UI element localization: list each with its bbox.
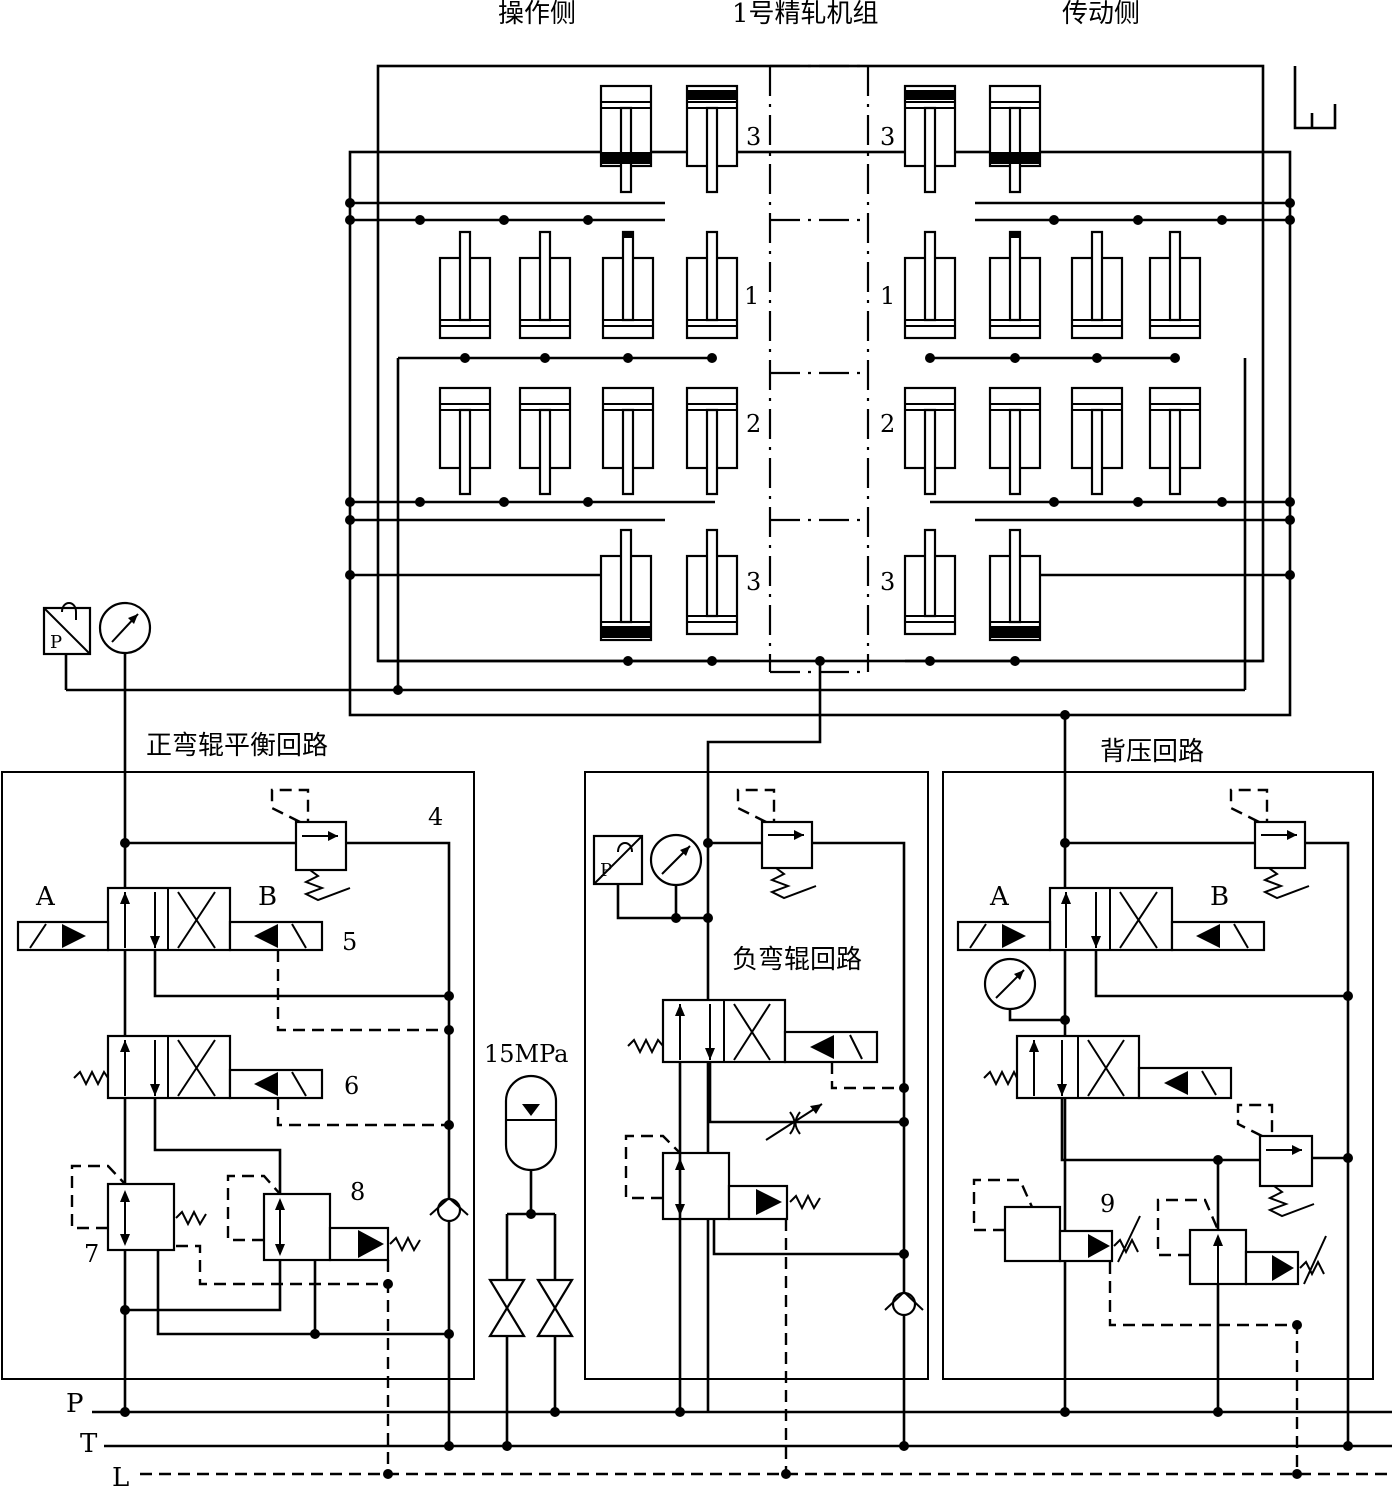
port-b-left: B [258,882,277,912]
svg-text:P: P [600,860,612,881]
cylinder-lower-dr-1 [903,528,957,636]
junction-dots [120,198,1353,1479]
port-b-right: B [1210,882,1229,912]
cyl-label-bal-right: 1 [880,282,895,310]
pressure-gauge-icon [649,833,703,887]
cylinder-bend-op-3 [601,386,655,496]
label-9: 9 [1100,1190,1115,1218]
cylinder-upper-op-2 [685,84,739,194]
pressure-gauge-icon [983,957,1037,1011]
negative-main-line [706,661,822,1412]
directional-valve-icon [956,886,1266,952]
svg-text:P: P [50,632,62,653]
directional-valve-icon [983,1034,1233,1100]
directional-valve-icon [16,886,324,952]
relief-valve-icon [1236,1103,1315,1218]
supply-lines: P T L [66,1389,1392,1486]
cylinder-balance-op-1 [438,230,492,340]
cylinder-bend-dr-3 [1070,386,1124,496]
back-pressure-circuit-title: 背压回路 [1100,737,1204,767]
relief-valve-icon [736,788,817,900]
relief-valve-icon [70,1164,207,1252]
cylinder-balance-op-2 [518,230,572,340]
accumulator-pressure-label: 15MPa [484,1040,569,1068]
operator-side-label: 操作侧 [498,0,576,29]
relief-valve-icon [226,1174,421,1262]
check-valve-icon [884,1290,924,1317]
cylinder-bend-dr-4 [1148,386,1202,496]
port-a-left: A [35,882,56,912]
cylinder-balance-dr-4 [1148,230,1202,340]
positive-circuit-components: P 4 A B 5 [16,601,469,1474]
negative-bend-circuit-box [584,771,929,1380]
cyl-label-lower-right: 3 [880,568,895,596]
label-4: 4 [428,803,443,831]
cyl-label-bend-right: 2 [880,410,895,438]
tank-icon [1293,66,1337,130]
negative-circuit-title: 负弯辊回路 [732,945,862,975]
label-l: L [112,1463,129,1486]
cylinder-balance-op-4 [685,230,739,340]
pressure-switch-icon: P [42,602,92,656]
back-pressure-circuit-box [942,771,1374,1380]
drive-side-label: 传动侧 [1062,0,1140,29]
relief-valve-icon [1156,1198,1327,1286]
mill-centerline [768,64,870,674]
cylinder-balance-dr-1 [903,230,957,340]
cyl-label-bend-left: 2 [746,410,761,438]
cyl-label-upper-left: 3 [746,123,761,151]
cylinder-bend-dr-2 [988,386,1042,496]
cylinder-lower-dr-2 [988,528,1042,642]
cylinder-bend-dr-1 [903,386,957,496]
cylinder-upper-op-1 [599,84,653,194]
cyl-label-lower-left: 3 [746,568,761,596]
directional-valve-icon [627,998,879,1064]
pipe-loop-inner [376,64,1265,663]
negative-circuit-components: P [592,788,924,1474]
pressure-gauge-icon [98,601,152,655]
cylinder-upper-dr-1 [903,84,957,194]
cylinder-balance-dr-2 [988,230,1042,340]
accumulator-icon [504,1074,558,1172]
positive-circuit-title: 正弯辊平衡回路 [146,731,328,761]
cylinder-bend-op-1 [438,386,492,496]
port-a-right: A [989,882,1010,912]
cyl-label-bal-left: 1 [744,282,759,310]
back-pressure-circuit-components: A B 9 [956,788,1350,1474]
cylinder-bend-op-4 [685,386,739,496]
throttle-valve-icon [765,1103,823,1141]
cyl-label-upper-right: 3 [880,123,895,151]
relief-valve-icon [972,1178,1141,1263]
cylinder-group [438,84,1202,642]
cylinder-balance-op-3 [601,230,655,340]
check-valve-icon [429,1196,469,1223]
accumulator-group: 15MPa [484,1040,574,1446]
stop-valve-icon [536,1278,574,1338]
positive-bend-circuit-box [1,771,475,1380]
directional-valve-icon [73,1034,324,1100]
label-8: 8 [350,1178,365,1206]
stop-valve-icon [488,1278,526,1338]
label-t: T [80,1429,98,1459]
cylinder-upper-dr-2 [988,84,1042,194]
relief-valve-icon [1229,788,1310,900]
pressure-switch-icon: P [592,834,644,886]
cylinder-lower-op-1 [599,528,653,642]
label-6: 6 [344,1072,359,1100]
label-p: P [66,1389,84,1419]
relief-valve-icon [270,788,351,902]
relief-valve-icon [624,1134,821,1221]
label-7: 7 [84,1240,99,1268]
cylinder-bend-op-2 [518,386,572,496]
cylinder-balance-dr-3 [1070,230,1124,340]
mill-stand-label: 1号精轧机组 [732,0,879,29]
cylinder-lower-op-2 [685,528,739,636]
label-5: 5 [342,928,357,956]
